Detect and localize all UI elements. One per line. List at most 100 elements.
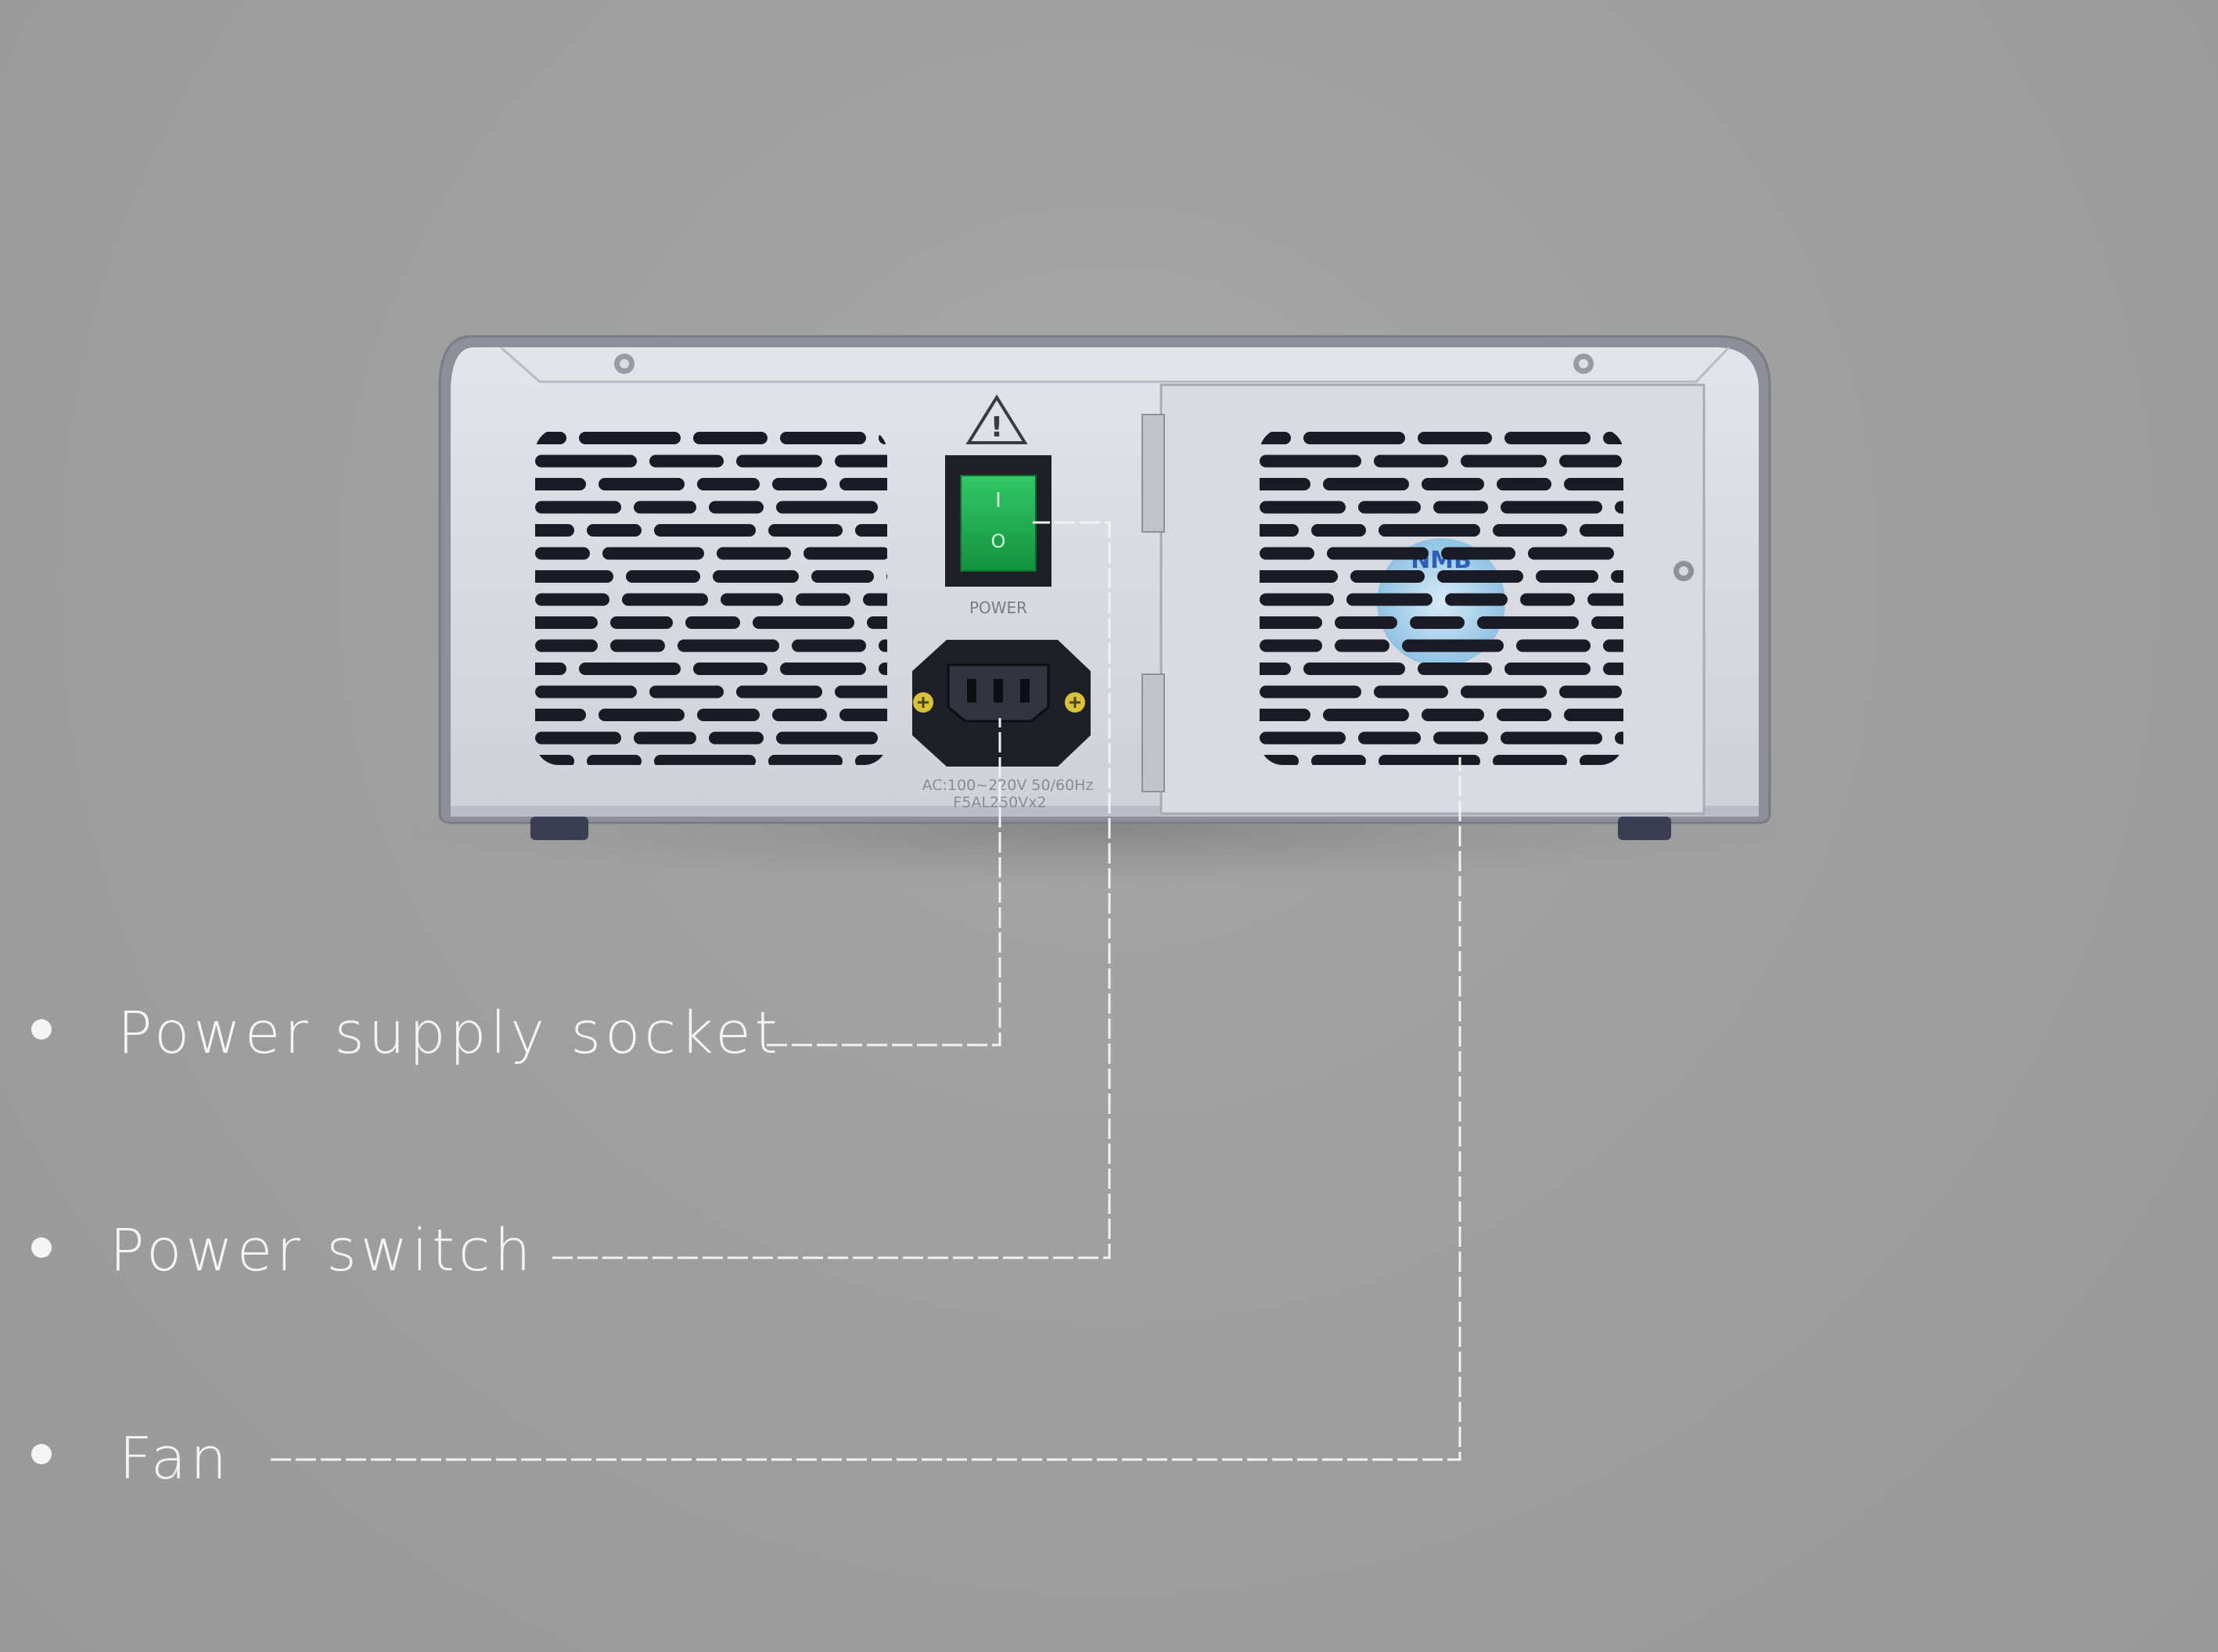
vent-slot (1418, 432, 1492, 444)
vent-slot (1559, 685, 1622, 699)
vent-slot (535, 639, 598, 652)
vent-slot (535, 731, 621, 745)
callout-power-switch: Power switch (110, 1217, 535, 1284)
screw-icon (614, 354, 634, 374)
vent-slot (1335, 616, 1397, 629)
vent-slot (1433, 731, 1488, 745)
vent-slot (1437, 570, 1523, 583)
vent-slot (599, 709, 685, 721)
vent-slot (1374, 454, 1448, 468)
vent-slot (1477, 616, 1579, 629)
bullet-icon (31, 1444, 52, 1464)
vent-slot (693, 663, 767, 675)
vent-slot (1422, 478, 1484, 490)
vent-slot (1260, 501, 1346, 514)
vent-slot (1587, 593, 1623, 606)
vent-slot (1260, 454, 1361, 468)
vent-slot (1536, 570, 1598, 583)
vent-slot (654, 524, 756, 537)
vent-slot (1528, 547, 1614, 560)
vent-slot (1580, 524, 1623, 537)
vent-slot (697, 709, 760, 721)
svg-text:O: O (991, 530, 1006, 552)
vent-slot (1501, 731, 1602, 745)
vent-slot (768, 755, 843, 765)
vent-slot (713, 570, 799, 583)
vent-slot (839, 478, 887, 490)
vent-slot (1311, 755, 1366, 765)
vent-slot (1504, 663, 1591, 675)
vent-slot (776, 731, 878, 745)
vent-slot (835, 454, 887, 468)
vent-slot (626, 570, 700, 583)
vent-slot (685, 616, 740, 629)
power-inlet-socket (912, 640, 1091, 767)
left-vent-grille (535, 432, 887, 765)
vent-slot (1603, 663, 1623, 675)
vent-slot (1559, 454, 1622, 468)
foot-right (1618, 817, 1671, 840)
vent-slot (1260, 616, 1322, 629)
vent-slot (1379, 755, 1480, 765)
vent-slot (678, 639, 779, 652)
leader-line-fan (271, 757, 1461, 1461)
vent-slot (1591, 616, 1623, 629)
vent-slot (1422, 709, 1484, 721)
vent-slot (1497, 478, 1551, 490)
vent-slot (1433, 501, 1488, 514)
vent-slot (1358, 501, 1421, 514)
vent-slot (796, 593, 850, 606)
vent-slot (835, 685, 887, 699)
vent-slot (535, 593, 609, 606)
vent-slot (1461, 454, 1547, 468)
vent-slot (535, 524, 574, 537)
vent-slot (1504, 432, 1591, 444)
vent-slot (1441, 547, 1515, 560)
vent-slot (1493, 755, 1567, 765)
hinge (1141, 414, 1165, 533)
vent-slot (1445, 593, 1508, 606)
vent-slot (535, 709, 586, 721)
vent-slot (649, 454, 724, 468)
vent-slot (1260, 663, 1291, 675)
leader-line-socket (767, 718, 1001, 1047)
vent-slot (535, 685, 637, 699)
warning-icon: ! (965, 394, 1028, 444)
bullet-icon (31, 1019, 52, 1040)
vent-slot (1327, 547, 1429, 560)
vent-slot (535, 501, 621, 514)
vent-slot (535, 663, 566, 675)
vent-slot (1260, 593, 1334, 606)
vent-slot (610, 616, 673, 629)
vent-slot (1493, 524, 1567, 537)
vent-slot (1260, 639, 1322, 652)
vent-slot (772, 478, 827, 490)
vent-slot (634, 501, 696, 514)
vent-slot (587, 755, 642, 765)
power-switch[interactable]: I O (945, 455, 1051, 587)
vent-slot (803, 547, 887, 560)
vent-slot (1346, 593, 1433, 606)
vent-slot (697, 478, 760, 490)
svg-text:I: I (995, 489, 1001, 512)
vent-slot (1418, 663, 1492, 675)
vent-slot (602, 547, 704, 560)
vent-slot (1260, 478, 1310, 490)
vent-slot (1379, 524, 1480, 537)
vent-slot (535, 478, 586, 490)
foot-left (530, 817, 588, 840)
vent-slot (693, 432, 767, 444)
right-vent-grille (1260, 432, 1623, 765)
vent-slot (587, 524, 642, 537)
vent-slot (1501, 501, 1602, 514)
vent-slot (1260, 731, 1346, 745)
vent-slot (1497, 709, 1551, 721)
vent-slot (1260, 524, 1299, 537)
vent-slot (780, 432, 866, 444)
vent-slot (535, 616, 598, 629)
vent-slot (768, 524, 843, 537)
vent-slot (1374, 685, 1448, 699)
vent-slot (721, 593, 783, 606)
vent-slot (1260, 547, 1314, 560)
vent-slot (780, 663, 866, 675)
